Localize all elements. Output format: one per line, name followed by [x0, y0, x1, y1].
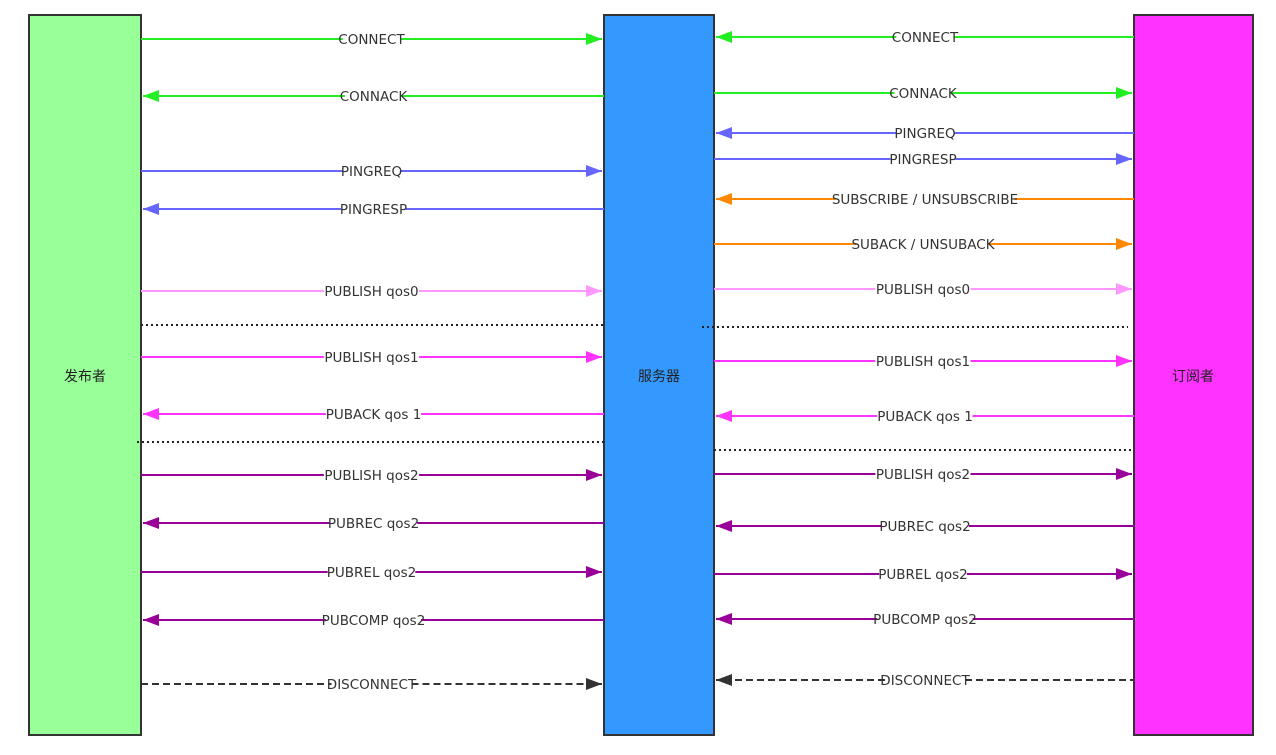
- publisher-publish-qos1-message: PUBLISH qos1: [141, 350, 602, 366]
- publisher-lifeline: [28, 14, 142, 736]
- subscriber-pingreq-label: PINGREQ: [894, 126, 955, 142]
- subscriber-publish-qos1-label: PUBLISH qos1: [876, 354, 970, 370]
- publisher-broker-messages: CONNECT CONNACK PINGREQ PINGRESP PUBLISH qos…: [141, 32, 604, 693]
- subscriber-lifeline: [1133, 14, 1254, 736]
- subscriber-pubrec-qos2-message: PUBREC qos2: [716, 519, 1134, 535]
- publisher-pubcomp-qos2-label: PUBCOMP qos2: [322, 613, 426, 629]
- publisher-pubrec-qos2-message: PUBREC qos2: [143, 516, 604, 532]
- publisher-publish-qos0-message: PUBLISH qos0: [141, 284, 602, 300]
- subscriber-pingreq-message: PINGREQ: [716, 126, 1134, 142]
- subscriber-publish-qos0-label: PUBLISH qos0: [876, 282, 970, 298]
- publisher-publish-qos1-label: PUBLISH qos1: [324, 350, 418, 366]
- subscriber-disconnect-message: DISCONNECT: [716, 673, 1134, 689]
- publisher-connect-label: CONNECT: [338, 32, 405, 48]
- subscriber-disconnect-label: DISCONNECT: [880, 673, 970, 689]
- subscriber-puback-qos1-message: PUBACK qos 1: [716, 409, 1134, 425]
- publisher-pingresp-message: PINGRESP: [143, 202, 604, 218]
- broker-label: 服务器: [638, 369, 680, 385]
- publisher-connack-label: CONNACK: [340, 89, 409, 105]
- publisher-disconnect-label: DISCONNECT: [327, 677, 417, 693]
- publisher-label: 发布者: [64, 369, 106, 385]
- publisher-puback-qos1-message: PUBACK qos 1: [143, 407, 604, 423]
- subscriber-suback-label: SUBACK / UNSUBACK: [851, 237, 995, 253]
- subscriber-label: 订阅者: [1172, 369, 1214, 385]
- subscriber-puback-qos1-label: PUBACK qos 1: [877, 409, 973, 425]
- subscriber-connect-label: CONNECT: [892, 30, 959, 46]
- subscriber-pubrel-qos2-label: PUBREL qos2: [878, 567, 967, 583]
- subscriber-pubcomp-qos2-message: PUBCOMP qos2: [716, 612, 1134, 628]
- publisher-publish-qos2-message: PUBLISH qos2: [141, 468, 602, 484]
- subscriber-connack-label: CONNACK: [889, 86, 958, 102]
- broker-subscriber-messages: CONNECT CONNACK PINGREQ PINGRESP SUBSCRIBE /…: [714, 30, 1134, 689]
- publisher-puback-qos1-label: PUBACK qos 1: [326, 407, 422, 423]
- subscriber-suback-message: SUBACK / UNSUBACK: [714, 237, 1132, 253]
- publisher-pubcomp-qos2-message: PUBCOMP qos2: [143, 613, 604, 629]
- subscriber-connack-message: CONNACK: [714, 86, 1132, 102]
- subscriber-publish-qos0-message: PUBLISH qos0: [714, 282, 1132, 298]
- subscriber-publish-qos2-message: PUBLISH qos2: [714, 467, 1132, 483]
- subscriber-pubrel-qos2-message: PUBREL qos2: [714, 567, 1132, 583]
- subscriber-pingresp-label: PINGRESP: [889, 152, 956, 168]
- subscriber-connect-message: CONNECT: [716, 30, 1134, 46]
- publisher-publish-qos0-label: PUBLISH qos0: [324, 284, 418, 300]
- subscriber-publish-qos1-message: PUBLISH qos1: [714, 354, 1132, 370]
- publisher-pingreq-message: PINGREQ: [141, 164, 602, 180]
- publisher-pingreq-label: PINGREQ: [341, 164, 402, 180]
- publisher-pingresp-label: PINGRESP: [340, 202, 407, 218]
- subscriber-pingresp-message: PINGRESP: [714, 152, 1132, 168]
- publisher-connect-message: CONNECT: [141, 32, 602, 48]
- publisher-pubrec-qos2-label: PUBREC qos2: [328, 516, 419, 532]
- broker-lifeline: [603, 14, 715, 736]
- subscriber-pubcomp-qos2-label: PUBCOMP qos2: [873, 612, 977, 628]
- subscriber-publish-qos2-label: PUBLISH qos2: [876, 467, 970, 483]
- publisher-connack-message: CONNACK: [143, 89, 604, 105]
- publisher-pubrel-qos2-message: PUBREL qos2: [141, 565, 602, 581]
- publisher-publish-qos2-label: PUBLISH qos2: [324, 468, 418, 484]
- subscriber-pubrec-qos2-label: PUBREC qos2: [879, 519, 970, 535]
- subscriber-subscribe-message: SUBSCRIBE / UNSUBSCRIBE: [716, 192, 1134, 208]
- subscriber-subscribe-label: SUBSCRIBE / UNSUBSCRIBE: [832, 192, 1018, 208]
- publisher-pubrel-qos2-label: PUBREL qos2: [327, 565, 416, 581]
- publisher-disconnect-message: DISCONNECT: [141, 677, 602, 693]
